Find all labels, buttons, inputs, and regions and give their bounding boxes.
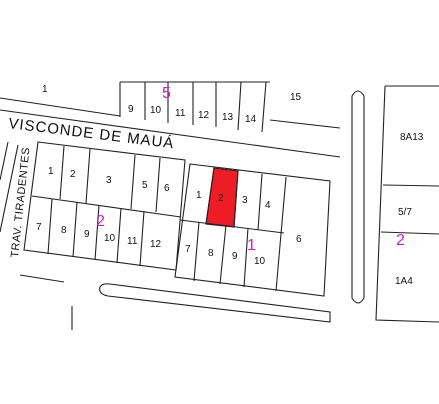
road-edge-south bbox=[0, 109, 341, 158]
lot-top-9: 9 bbox=[128, 104, 134, 115]
lot-top-10: 10 bbox=[150, 105, 162, 116]
lot-left-6: 6 bbox=[164, 183, 170, 194]
lot-left-10: 10 bbox=[104, 233, 116, 244]
lot-center-4: 4 bbox=[265, 200, 271, 211]
lot-center-7: 7 bbox=[185, 244, 191, 255]
lot-right-8a13: 8A13 bbox=[400, 132, 424, 143]
lot-center-9: 9 bbox=[232, 251, 238, 262]
lot-left-1: 1 bbox=[48, 166, 54, 177]
lot-center-3: 3 bbox=[242, 195, 248, 206]
right-block-outline bbox=[375, 85, 439, 323]
lot-left-12: 12 bbox=[150, 239, 162, 250]
lot-left-5: 5 bbox=[142, 180, 148, 191]
lot-top-14: 14 bbox=[245, 114, 257, 125]
lot-left-7: 7 bbox=[36, 222, 42, 233]
lot-top-isolated: 1 bbox=[42, 84, 48, 95]
left-lower-dividers bbox=[47, 198, 145, 267]
center-block-divider bbox=[179, 219, 285, 234]
lower-left-lines bbox=[19, 274, 73, 330]
street-trav-tiradentes: TRAV. TIRADENTES bbox=[9, 147, 33, 259]
lot-top-12: 12 bbox=[198, 110, 210, 121]
median bbox=[351, 90, 365, 304]
lot-center-8: 8 bbox=[208, 248, 214, 259]
lot-center-10: 10 bbox=[254, 256, 266, 267]
lot-left-11: 11 bbox=[127, 236, 138, 247]
block-label-center: 1 bbox=[247, 237, 256, 254]
lot-left-2: 2 bbox=[70, 169, 76, 180]
left-block-divider bbox=[31, 195, 182, 218]
lot-left-8: 8 bbox=[61, 225, 67, 236]
side-road-edges bbox=[0, 141, 19, 233]
top-block-lines bbox=[119, 81, 270, 133]
lot-center-6: 6 bbox=[296, 234, 302, 245]
block-label-top: 5 bbox=[162, 85, 171, 102]
block-label-right: 2 bbox=[396, 232, 405, 249]
lot-right-5-7: 5/7 bbox=[398, 207, 412, 218]
lower-road bbox=[99, 283, 331, 323]
street-visconde-de-maua: VISCONDE DE MAUÁ bbox=[8, 115, 176, 152]
lot-top-right-15: 15 bbox=[290, 92, 302, 103]
lot-center-2: 2 bbox=[218, 193, 224, 204]
road-edge-north bbox=[0, 97, 341, 129]
center-block-outline bbox=[174, 163, 331, 297]
lot-right-1a4: 1A4 bbox=[395, 276, 413, 287]
lot-top-13: 13 bbox=[222, 112, 234, 123]
lot-left-9: 9 bbox=[84, 229, 90, 240]
left-upper-dividers bbox=[59, 145, 161, 213]
lot-top-11: 11 bbox=[175, 108, 186, 119]
lot-center-1: 1 bbox=[196, 190, 202, 201]
lot-left-3: 3 bbox=[106, 175, 112, 186]
block-label-left: 2 bbox=[96, 213, 105, 230]
center-lot-dividers bbox=[193, 167, 287, 292]
